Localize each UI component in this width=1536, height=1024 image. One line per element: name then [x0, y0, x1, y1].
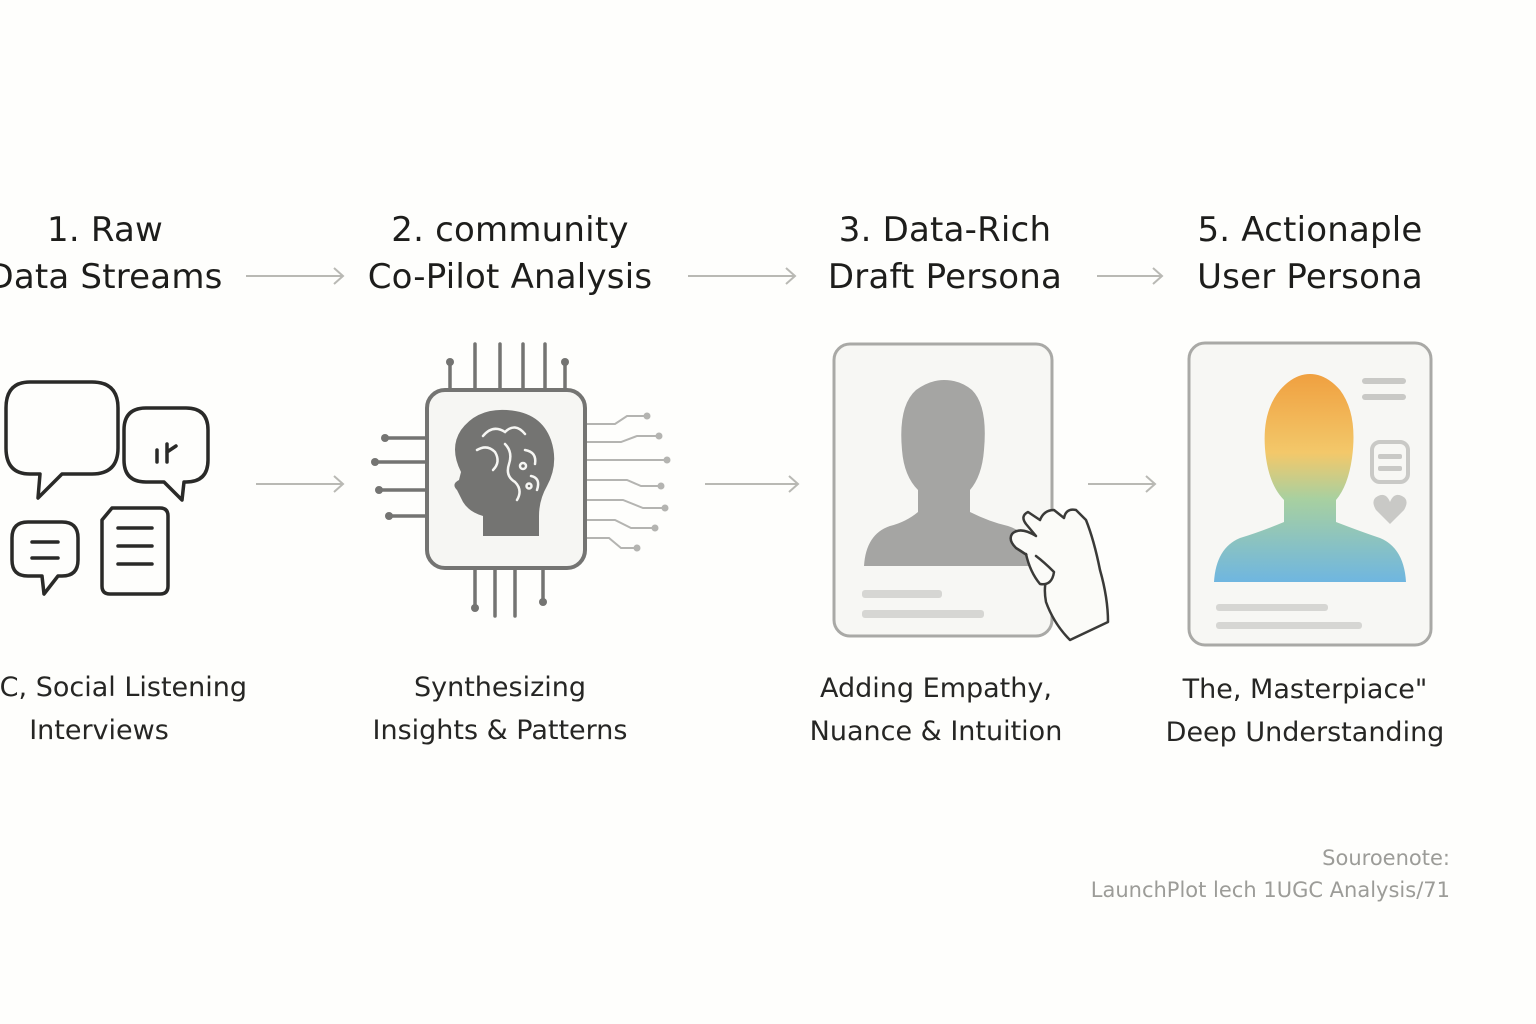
step-1-title: 1. Raw Data Streams: [0, 207, 230, 301]
arrow-2-to-3-top: [686, 264, 800, 288]
step-2-title-line2: Co-Pilot Analysis: [367, 257, 653, 297]
ai-chip-brain-icon: [365, 340, 685, 630]
step-1-caption-line1: UGC, Social Listening: [0, 672, 248, 703]
step-3-title-line2: Draft Persona: [827, 257, 1063, 297]
user-persona-card-icon: [1186, 340, 1436, 650]
step-3-caption-line1: Adding Empathy,: [820, 673, 1052, 704]
step-1-caption: UGC, Social Listening Interviews: [0, 666, 248, 752]
arrow-3-to-4-top: [1095, 264, 1167, 288]
arrow-3-to-4-middle: [1086, 472, 1160, 496]
step-1-title-line2: Data Streams: [0, 257, 223, 297]
step-3-caption-line2: Nuance & Intuition: [809, 716, 1063, 747]
arrow-2-to-3-middle: [703, 472, 803, 496]
step-4-caption-line1: The, Masterpiace": [1182, 674, 1428, 705]
step-1-caption-line2: Interviews: [29, 715, 169, 746]
step-2-caption-line2: Insights & Patterns: [372, 715, 628, 746]
step-2-title-line1: 2. community: [391, 210, 629, 250]
step-4-title-line1: 5. Actionaple: [1197, 210, 1423, 250]
step-4-title-line2: User Persona: [1197, 257, 1423, 297]
step-2-caption-line1: Synthesizing: [413, 672, 587, 703]
step-3-title: 3. Data-Rich Draft Persona: [800, 207, 1090, 301]
footnote-line2: LaunchPlot lech 1UGC Analysis/71: [1090, 878, 1450, 902]
source-footnote: Souroenote: LaunchPlot lech 1UGC Analysi…: [1040, 842, 1450, 906]
step-2-title: 2. community Co-Pilot Analysis: [345, 207, 675, 301]
step-2-caption: Synthesizing Insights & Patterns: [360, 666, 640, 752]
arrow-1-to-2-top: [244, 264, 348, 288]
step-4-caption: The, Masterpiace" Deep Understanding: [1150, 668, 1460, 754]
draft-persona-card-icon: [830, 340, 1120, 650]
step-3-title-line1: 3. Data-Rich: [838, 210, 1052, 250]
step-4-title: 5. Actionaple User Persona: [1160, 207, 1460, 301]
chat-bubbles-icon: [0, 370, 220, 610]
arrow-1-to-2-middle: [254, 472, 348, 496]
step-4-caption-line2: Deep Understanding: [1165, 717, 1445, 748]
step-1-title-line1: 1. Raw: [47, 210, 163, 250]
step-3-caption: Adding Empathy, Nuance & Intuition: [796, 667, 1076, 753]
footnote-line1: Souroenote:: [1322, 846, 1450, 870]
